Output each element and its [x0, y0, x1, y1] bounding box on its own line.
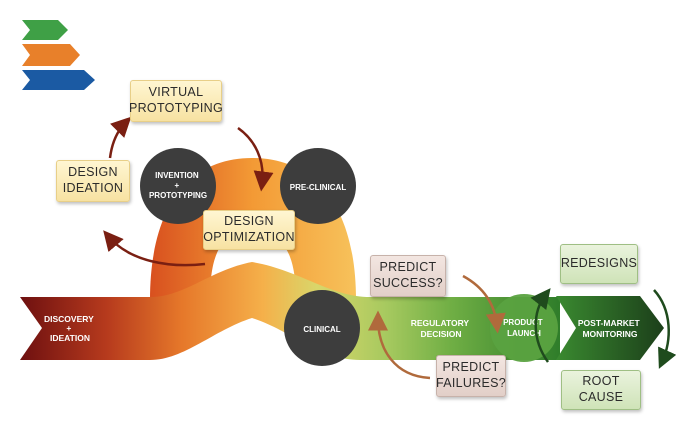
box-redesigns: REDESIGNS — [560, 244, 638, 284]
node-invention: INVENTION + PROTOTYPING — [140, 148, 216, 224]
stage-discovery-line: + — [66, 323, 71, 333]
box-design-ideation: DESIGN IDEATION — [56, 160, 130, 202]
logo-orange-chevron — [22, 44, 80, 66]
arrow-redesigns-to-root-cause — [653, 289, 677, 369]
stage-discovery-label: DISCOVERY + IDEATION — [44, 314, 96, 343]
box-predict-failures: PREDICT FAILURES? — [436, 355, 506, 397]
node-launch-line: PRODUCT — [503, 318, 543, 327]
node-invention-line: INVENTION — [155, 171, 199, 180]
arrow-optimization-to-ideation — [103, 230, 206, 267]
arrow-virtual-to-optimization — [237, 126, 274, 192]
arrow-root-cause-to-redesigns — [530, 288, 551, 363]
stage-discovery-line: DISCOVERY — [44, 314, 94, 324]
node-product-launch: PRODUCT LAUNCH — [490, 294, 558, 362]
box-predict-success: PREDICT SUCCESS? — [370, 255, 446, 297]
node-preclinical-label: PRE-CLINICAL — [290, 183, 347, 192]
stage-discovery-line: IDEATION — [50, 333, 90, 343]
arrow-success-to-launch — [462, 274, 506, 334]
box-root-cause: ROOT CAUSE — [561, 370, 641, 410]
box-design-optimization: DESIGN OPTIMIZATION — [203, 210, 295, 250]
post-market-chevron — [556, 296, 664, 360]
node-launch-line: LAUNCH — [507, 329, 541, 338]
stage-post-market-line: POST-MARKET — [578, 318, 641, 328]
node-invention-line: PROTOTYPING — [149, 191, 207, 200]
stage-regulatory-line: DECISION — [420, 329, 461, 339]
stage-regulatory-label: REGULATORY DECISION — [411, 318, 472, 339]
stage-regulatory-line: REGULATORY — [411, 318, 470, 328]
logo-green-chevron — [22, 20, 68, 40]
logo-blue-chevron — [22, 70, 95, 90]
node-clinical-label: CLINICAL — [303, 325, 340, 334]
stage-post-market-label: POST-MARKET MONITORING — [578, 318, 642, 339]
arrow-failures-to-clinical — [368, 310, 431, 380]
chevron-logo — [22, 20, 95, 90]
node-clinical: CLINICAL — [284, 290, 360, 366]
box-virtual-prototyping: VIRTUAL PROTOTYPING — [129, 80, 223, 122]
svg-text:INVENTION + PROTOT: INVENTION + PROTOTYPING — [149, 171, 207, 200]
node-invention-line: + — [175, 181, 180, 190]
node-preclinical: PRE-CLINICAL — [280, 148, 356, 224]
svg-text:PRODUCT LAUNCH: PRODUCT LAUNCH — [503, 318, 545, 338]
arrow-ideation-to-virtual — [108, 116, 132, 159]
stage-post-market-line: MONITORING — [582, 329, 637, 339]
